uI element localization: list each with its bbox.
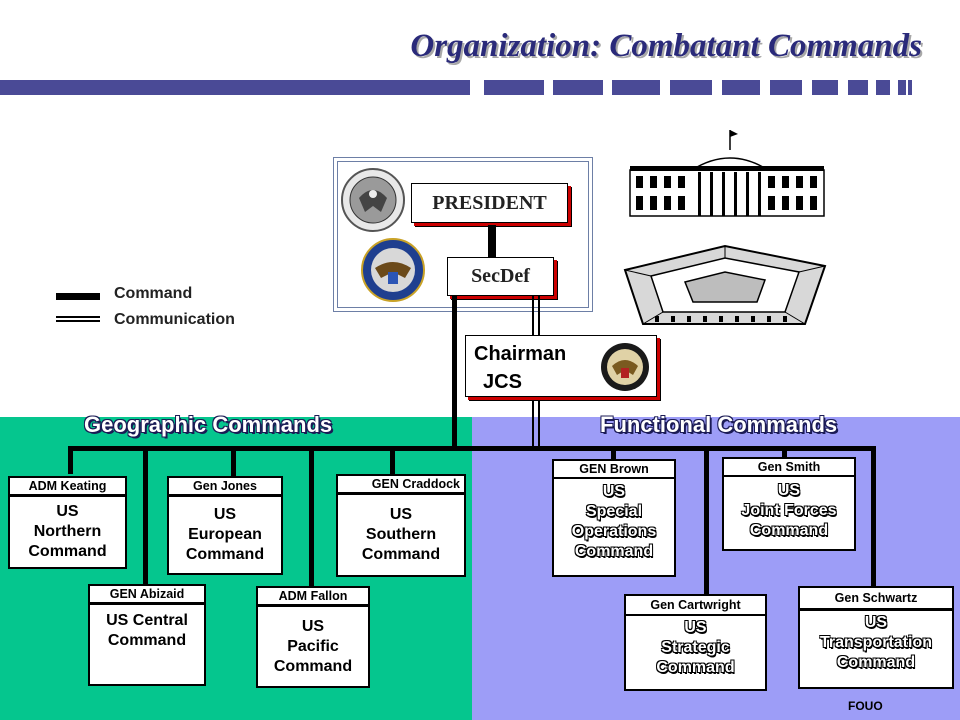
page-title: Organization: Combatant Commands bbox=[410, 28, 922, 64]
command-drop-special-ops bbox=[611, 446, 616, 460]
chairman-label-line1: Chairman bbox=[474, 343, 567, 365]
command-name-line: Northern bbox=[33, 523, 102, 540]
command-name-line: US bbox=[213, 506, 237, 523]
commander-tab-special-operations: GEN Brown bbox=[552, 459, 676, 479]
presidential-seal-icon bbox=[341, 168, 405, 232]
executive-frame bbox=[333, 157, 593, 312]
command-name-line: Joint Forces bbox=[741, 502, 837, 519]
command-name-line: Strategic bbox=[661, 639, 730, 656]
command-name-line: Pacific bbox=[287, 637, 339, 655]
command-box-joint-forces: US Joint Forces Command bbox=[722, 475, 856, 551]
command-name-line: US bbox=[56, 503, 79, 520]
command-name-line: Command bbox=[185, 546, 265, 563]
communication-line-chairman-lower bbox=[532, 398, 540, 450]
command-drop-southern bbox=[390, 446, 395, 476]
pentagon-icon bbox=[615, 240, 833, 330]
commander-tab-pacific: ADM Fallon bbox=[256, 586, 370, 606]
communication-line-chairman bbox=[532, 296, 540, 336]
geographic-section-title: Geographic Commands bbox=[84, 412, 333, 437]
command-box-strategic: US Strategic Command bbox=[624, 614, 767, 691]
command-name-line: Command bbox=[749, 522, 829, 539]
command-name-line: European bbox=[188, 526, 262, 543]
command-name-line: Southern bbox=[365, 526, 437, 543]
command-name-line: Command bbox=[574, 543, 654, 560]
commander-tab-southern: GEN Craddock bbox=[336, 474, 466, 494]
legend-communication-label: Communication bbox=[114, 311, 235, 328]
command-box-transportation: US Transportation Command bbox=[798, 609, 954, 689]
command-name-line: Command bbox=[836, 654, 916, 671]
command-line-president-secdef bbox=[488, 225, 496, 258]
command-name-line: US bbox=[777, 482, 801, 499]
commander-tab-strategic: Gen Cartwright bbox=[624, 594, 767, 616]
defense-department-seal-icon bbox=[361, 238, 425, 302]
command-name-line: Command bbox=[107, 632, 187, 649]
command-name-line: US Central bbox=[106, 612, 188, 629]
command-drop-northern bbox=[68, 446, 73, 474]
commander-tab-northern: ADM Keating bbox=[8, 476, 127, 496]
functional-section-title: Functional Commands bbox=[600, 412, 838, 437]
command-box-european: US European Command bbox=[167, 495, 283, 575]
chairman-box: Chairman JCS bbox=[465, 335, 657, 397]
command-name-line: Command bbox=[361, 546, 441, 563]
command-name-line: US bbox=[684, 619, 707, 636]
command-line-horizontal bbox=[68, 446, 876, 451]
command-name-line: Command bbox=[28, 543, 107, 560]
command-box-northern: US Northern Command bbox=[8, 495, 127, 569]
command-name-line: Operations bbox=[571, 523, 657, 540]
command-name-line: US bbox=[864, 614, 888, 631]
secdef-box: SecDef bbox=[447, 257, 554, 296]
command-drop-central bbox=[143, 446, 148, 586]
command-drop-transportation bbox=[871, 446, 876, 586]
classification-marking: FOUO bbox=[848, 699, 883, 713]
legend-command-line bbox=[56, 293, 100, 300]
joint-chiefs-seal-icon bbox=[600, 342, 650, 392]
legend-communication-line bbox=[56, 316, 100, 322]
commander-tab-joint-forces: Gen Smith bbox=[722, 457, 856, 477]
command-name-line: Special bbox=[585, 503, 643, 520]
title-underline-bar bbox=[0, 80, 912, 95]
chairman-label-line2: JCS bbox=[483, 371, 522, 393]
command-name-line: US bbox=[389, 506, 413, 523]
president-box: PRESIDENT bbox=[411, 183, 568, 223]
command-drop-pacific bbox=[309, 446, 314, 586]
command-box-central: US Central Command bbox=[88, 603, 206, 686]
commander-tab-european: Gen Jones bbox=[167, 476, 283, 496]
commander-tab-central: GEN Abizaid bbox=[88, 584, 206, 604]
command-box-special-operations: US Special Operations Command bbox=[552, 476, 676, 577]
command-drop-joint-forces bbox=[782, 446, 787, 458]
command-name-line: US bbox=[301, 617, 325, 635]
secdef-label: SecDef bbox=[471, 265, 530, 287]
white-house-icon bbox=[622, 128, 832, 220]
command-name-line: Command bbox=[656, 659, 735, 676]
command-line-secdef-trunk bbox=[452, 296, 457, 450]
command-name-line: US bbox=[602, 483, 626, 500]
command-name-line: Command bbox=[273, 657, 353, 675]
command-box-southern: US Southern Command bbox=[336, 493, 466, 577]
president-label: PRESIDENT bbox=[432, 192, 547, 214]
legend-command-label: Command bbox=[114, 285, 193, 302]
command-drop-european bbox=[231, 446, 236, 476]
commander-tab-transportation: Gen Schwartz bbox=[798, 586, 954, 610]
command-drop-strategic bbox=[704, 446, 709, 594]
command-name-line: Transportation bbox=[819, 634, 932, 651]
command-box-pacific: US Pacific Command bbox=[256, 605, 370, 688]
